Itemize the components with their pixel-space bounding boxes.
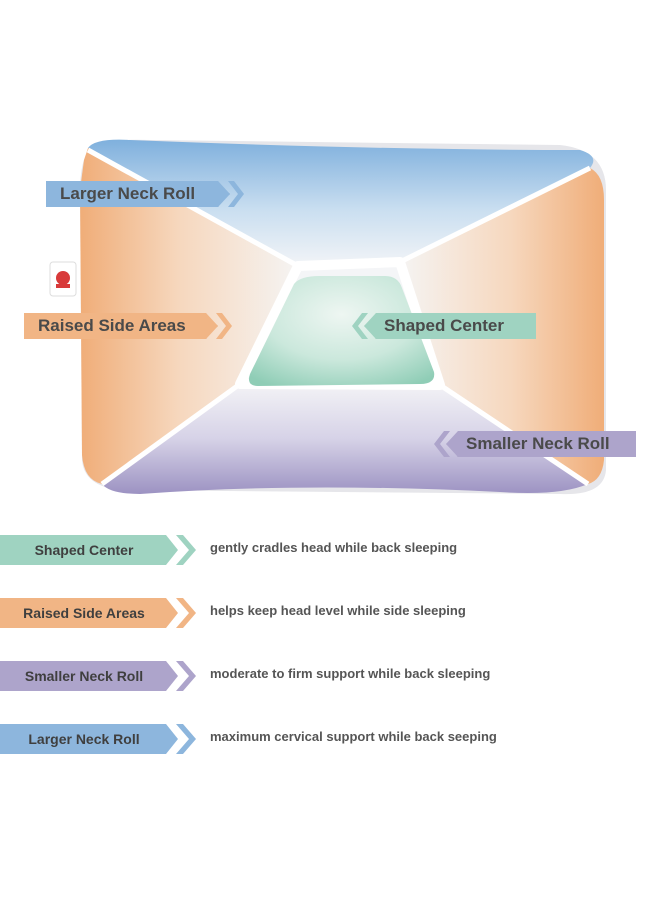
legend-row-raised-side-areas: Raised Side Areas helps keep head level … [0,598,660,628]
chevron-right-icon [176,598,196,628]
legend-description: maximum cervical support while back seep… [210,729,497,744]
legend-label: Larger Neck Roll [0,724,178,754]
larger-neck-roll-zone [88,139,594,266]
legend-label: Raised Side Areas [0,598,178,628]
legend-row-shaped-center: Shaped Center gently cradles head while … [0,535,660,565]
legend-description: helps keep head level while side sleepin… [210,603,466,618]
legend-label: Shaped Center [0,535,178,565]
callout-smaller-neck-roll: Smaller Neck Roll [446,431,636,457]
callout-shaped-center: Shaped Center [364,313,536,339]
pillow-diagram [49,139,606,495]
shaped-center-zone [249,276,435,386]
smaller-neck-roll-zone [102,384,588,494]
legend-description: gently cradles head while back sleeping [210,540,458,555]
chevron-left-icon [352,313,368,339]
legend-label: Smaller Neck Roll [0,661,178,691]
legend-row-larger-neck-roll: Larger Neck Roll maximum cervical suppor… [0,724,660,754]
legend-row-smaller-neck-roll: Smaller Neck Roll moderate to firm suppo… [0,661,660,691]
chevron-left-icon [434,431,450,457]
callout-raised-side-areas: Raised Side Areas [24,313,218,339]
chevron-right-icon [176,535,196,565]
chevron-right-icon [216,313,232,339]
seam-lines [86,147,592,487]
chevron-right-icon [176,724,196,754]
chevron-right-icon [176,661,196,691]
callout-larger-neck-roll: Larger Neck Roll [46,181,230,207]
brand-tag-icon [49,261,77,297]
chevron-right-icon [228,181,244,207]
legend-description: moderate to firm support while back slee… [210,666,491,681]
